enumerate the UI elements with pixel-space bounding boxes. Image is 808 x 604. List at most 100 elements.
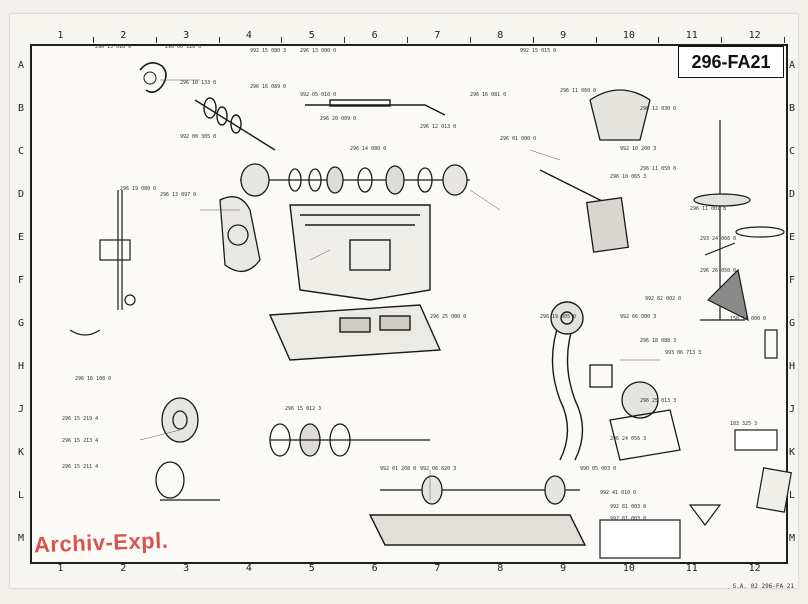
row-label: J (789, 403, 796, 415)
part-number: 296 15 213 4 (62, 438, 98, 444)
part-number: 296 13 016 0 (95, 44, 131, 50)
bed-rail (368, 514, 587, 546)
lower-shaft (380, 475, 580, 505)
row-label: H (18, 360, 25, 372)
column-label: 4 (245, 563, 252, 574)
part-number: 296 12 030 0 (640, 106, 676, 112)
column-label: 6 (371, 30, 378, 41)
column-label: 1 (57, 30, 64, 41)
part-number: 183 325 3 (730, 421, 757, 427)
row-label: B (789, 102, 796, 114)
part-number: 296 26 050 0 (700, 268, 736, 274)
part-number: 296 16 108 0 (75, 376, 111, 382)
column-label: 11 (685, 30, 698, 41)
part-number: 296 24 056 3 (610, 436, 646, 442)
bed-plate (289, 204, 431, 301)
ruler-tick (784, 37, 785, 43)
arm-shaft (194, 97, 446, 151)
row-label: E (789, 231, 796, 243)
main-shaft-cams (240, 163, 470, 197)
ruler-tick (595, 37, 597, 43)
column-label: 6 (371, 563, 378, 574)
row-label: E (18, 231, 25, 243)
column-label: 1 (57, 563, 64, 574)
part-number: 296 18 088 3 (640, 338, 676, 344)
row-label: G (18, 317, 25, 329)
part-number: 296 12 013 0 (420, 124, 456, 130)
part-number: 296 13 000 0 (300, 48, 336, 54)
column-label: 10 (622, 30, 635, 41)
column-label: 3 (183, 30, 190, 41)
row-label: C (18, 145, 25, 157)
row-label: L (789, 489, 796, 501)
upper-cover-assembly (539, 89, 651, 253)
part-number: 296 15 219 4 (62, 416, 98, 422)
part-number: 296 25 000 0 (430, 314, 466, 320)
column-label: 8 (497, 563, 504, 574)
row-label: F (789, 274, 796, 286)
column-label: 9 (560, 30, 567, 41)
thread-stand (693, 120, 785, 322)
row-label: C (789, 145, 796, 157)
part-number: 296 00 120 0 (165, 44, 201, 50)
part-number: 296 25 013 3 (640, 398, 676, 404)
part-number: 296 19 080 0 (120, 186, 156, 192)
row-label: B (18, 102, 25, 114)
part-number: 296 14 080 0 (350, 146, 386, 152)
ruler-tick (721, 37, 723, 43)
column-label: 3 (183, 563, 190, 574)
part-number: 992 15 080 3 (250, 48, 286, 54)
ruler-tick (218, 37, 220, 43)
part-number: 992 82 002 0 (645, 296, 681, 302)
part-number: 992 81 003 8 (610, 504, 646, 510)
row-label: M (18, 532, 25, 544)
presser-bar-parts (69, 190, 136, 336)
column-label: 5 (308, 563, 315, 574)
face-plate (219, 196, 261, 272)
column-label: 9 (560, 563, 567, 574)
part-number: 992 01 208 0 (380, 466, 416, 472)
row-label: D (789, 188, 796, 200)
leader-lines (139, 79, 660, 500)
bobbin-winder-assembly (139, 62, 167, 94)
row-label: L (18, 489, 25, 501)
ruler-tick (281, 37, 283, 43)
part-number: 293 24 066 0 (700, 236, 736, 242)
part-number: 296 16 089 0 (250, 84, 286, 90)
part-number: 992 66 000 3 (620, 314, 656, 320)
part-number: 992 41 010 0 (600, 490, 636, 496)
column-label: 4 (245, 30, 252, 41)
drive-belt (550, 301, 584, 461)
drawing-code: S.A. 02 296-FA 21 (732, 583, 794, 590)
column-label: 12 (748, 563, 761, 574)
row-label: K (789, 446, 796, 458)
row-label: D (18, 188, 25, 200)
ruler-tick (469, 37, 471, 43)
row-label: A (789, 59, 796, 71)
part-number: 296 10 065 3 (610, 174, 646, 180)
column-label: 5 (308, 30, 315, 41)
part-number: 296 10 133 0 (180, 80, 216, 86)
part-number: 992 15 015 0 (520, 48, 556, 54)
part-number: 992 06 620 3 (420, 466, 456, 472)
archive-watermark: Archiv-Expl. (33, 527, 169, 558)
lower-gear-assembly (155, 397, 430, 501)
part-number: 992 05 010 0 (300, 92, 336, 98)
part-number: 296 01 000 0 (500, 136, 536, 142)
part-number: 296 11 060 0 (560, 88, 596, 94)
part-number: 158 11 000 0 (730, 316, 766, 322)
part-number: 992 00 305 0 (180, 134, 216, 140)
ruler-tick (344, 37, 346, 43)
column-label: 8 (497, 30, 504, 41)
needle-plate (268, 304, 442, 361)
row-label: H (789, 360, 796, 372)
row-label: F (18, 274, 25, 286)
column-label: 7 (434, 563, 441, 574)
row-label: M (789, 532, 796, 544)
row-label: J (18, 403, 25, 415)
ruler-tick (155, 37, 157, 43)
part-number: 992 10 200 3 (620, 146, 656, 152)
part-number: 296 20 009 0 (320, 116, 356, 122)
part-number: 990 05 003 0 (580, 466, 616, 472)
column-label: 2 (120, 563, 127, 574)
